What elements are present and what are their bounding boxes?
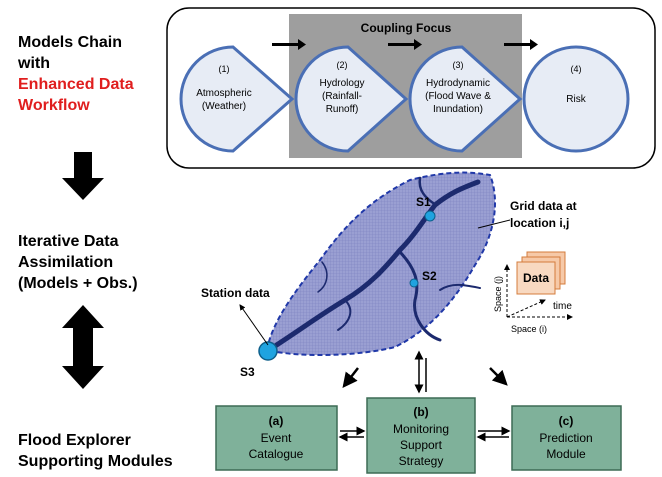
iterative-label-1: Iterative Data [18,233,119,250]
module-a-line-1: Event [261,431,292,445]
stage-2-num: (2) [337,60,348,70]
module-a-num: (a) [269,414,284,428]
coupling-focus-title: Coupling Focus [361,21,452,35]
axis-space-i-label: Space (i) [511,324,547,334]
enhanced-label-1: Enhanced Data [18,76,134,93]
models-chain-label-1: Models Chain [18,34,122,51]
stage-1-line-1: Atmospheric [196,88,252,99]
stage-2-line-3: Runoff) [326,104,359,115]
module-c-line-2: Module [546,447,586,461]
module-b-line-2: Support [400,438,443,452]
stage-2-line-2: (Rainfall- [322,91,362,102]
axis-time-label: time [553,301,572,312]
module-event-catalogue[interactable]: (a) Event Catalogue [215,405,338,471]
catchment-grid [265,171,496,357]
enhanced-label-2: Workflow [18,97,90,114]
stage-3-line-2: (Flood Wave & [425,91,491,102]
station-s1-marker [424,210,436,222]
data-cube-inset: Data time Space (j) Space (i) [493,251,573,334]
stage-3-num: (3) [453,60,464,70]
double-arrow-icon [62,305,104,389]
catchment-map: S1 S2 S3 Station data Grid data at locat… [201,171,577,379]
station-data-label: Station data [201,286,270,300]
iterative-label-3: (Models + Obs.) [18,275,138,292]
river-network [269,176,481,351]
module-connectors [342,350,508,394]
module-b-num: (b) [413,405,428,419]
module-c-line-1: Prediction [539,431,592,445]
grid-label-1: Grid data at [510,199,577,213]
models-chain-panel: Coupling Focus (1) Atmospheric (Weather)… [166,7,656,169]
stage-atmospheric: (1) Atmospheric (Weather) [179,45,295,153]
module-c-num: (c) [559,414,574,428]
data-label: Data [523,271,549,285]
down-arrow-icon [62,152,104,200]
stage-4-num: (4) [571,64,582,74]
stage-1-line-2: (Weather) [202,101,246,112]
module-b-line-3: Strategy [399,454,444,468]
module-prediction[interactable]: (c) Prediction Module [511,405,622,471]
module-b-line-1: Monitoring [393,422,449,436]
station-s3-marker [258,341,278,361]
stage-hydrodynamic: (3) Hydrodynamic (Flood Wave & Inundatio… [408,45,523,153]
left-labels: Models Chain with Enhanced Data Workflow… [17,34,173,470]
station-s2-label: S2 [422,269,437,283]
stage-1-num: (1) [219,64,230,74]
station-s2-marker [409,278,419,288]
stage-risk: (4) Risk [522,45,630,153]
flood-explorer-label-1: Flood Explorer [18,432,131,449]
station-s3-label: S3 [240,365,255,379]
module-exchange-arrows [338,426,511,442]
flood-explorer-label-2: Supporting Modules [18,453,173,470]
stage-2-line-1: Hydrology [319,78,364,89]
stage-4-line-1: Risk [566,94,586,105]
iterative-label-2: Assimilation [18,254,113,271]
grid-label-2: location i,j [510,216,569,230]
station-s1-label: S1 [416,195,431,209]
data-block [516,261,556,295]
models-chain-label-2: with [17,55,50,72]
module-monitoring-support[interactable]: (b) Monitoring Support Strategy [366,397,476,474]
axis-space-j-label: Space (j) [493,276,503,312]
stage-hydrology: (2) Hydrology (Rainfall- Runoff) [294,45,409,153]
stage-3-line-3: Inundation) [433,104,483,115]
stage-3-line-1: Hydrodynamic [426,78,490,89]
module-a-line-2: Catalogue [249,447,304,461]
